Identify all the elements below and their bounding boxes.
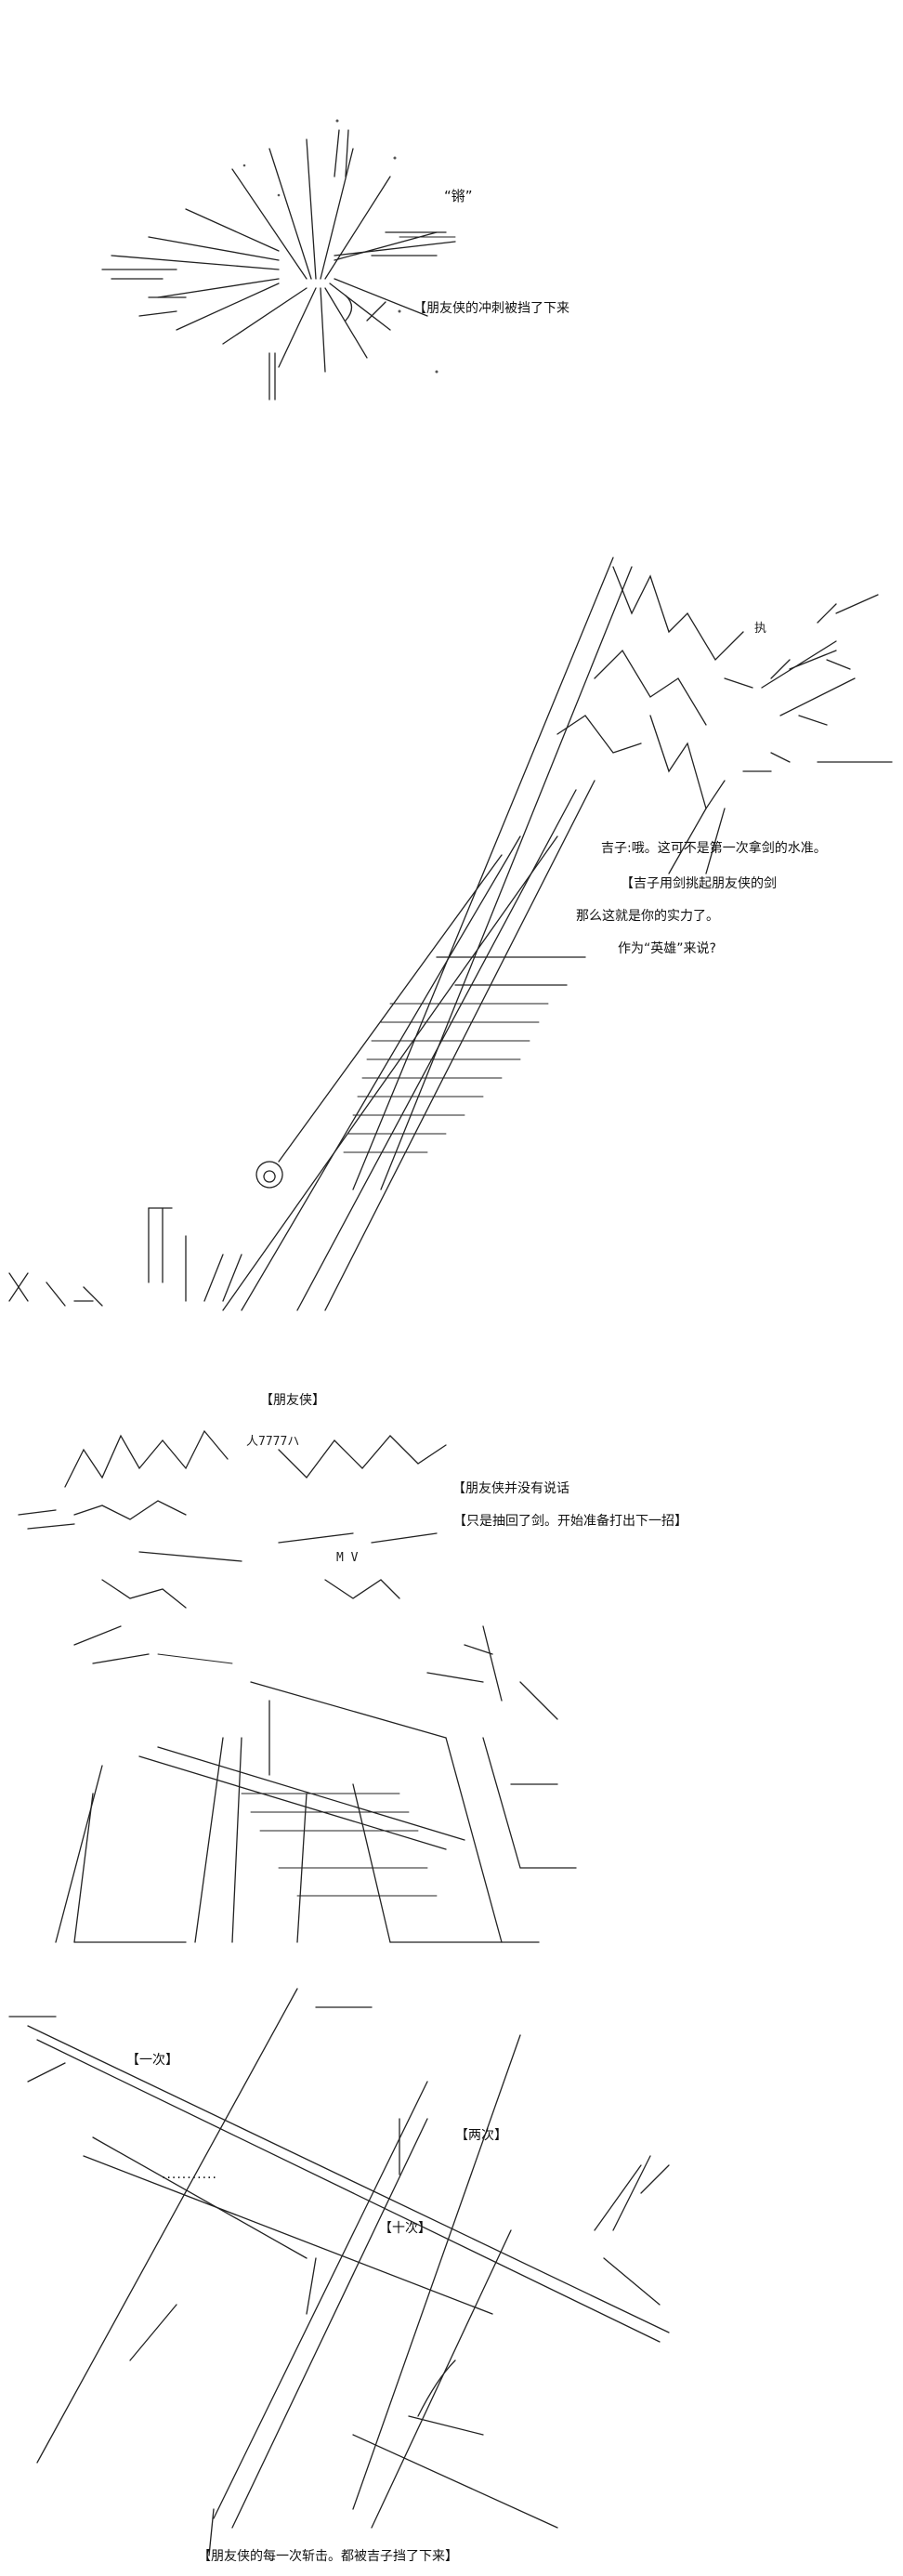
narration-line-2: 【吉子用剑挑起朋友侠的剑: [621, 876, 777, 891]
aa-fragment: 人7777ハ: [246, 1435, 299, 1449]
aa-fragment: M V: [336, 1551, 359, 1565]
panel-friend-hero: 人7777ハ M V 【朋友侠】 【朋友侠并没有说话 【只是抽回了剑。开始准备打…: [0, 1347, 903, 1952]
panel-sword-raise: 执 吉子:哦。这可不是第一次拿剑的水准。 【吉子用剑挑起朋友侠的剑 那么这就是你…: [0, 437, 903, 1347]
count-label-one: 【一次】: [126, 2053, 178, 2068]
clash-spark-art: [101, 119, 456, 401]
slash-lines-art: [8, 1988, 670, 2556]
narration-line-2: 【只是抽回了剑。开始准备打出下一招】: [453, 1514, 687, 1529]
speaker-tag: 【朋友侠】: [260, 1393, 325, 1408]
dialogue-line-1: 吉子:哦。这可不是第一次拿剑的水准。: [601, 841, 827, 856]
dialogue-line-3: 那么这就是你的实力了。: [576, 909, 719, 924]
ellipsis-dots: ...........: [162, 2167, 217, 2182]
sound-effect-text: “锵”: [444, 188, 473, 204]
panel-slashes: 【一次】 【两次】 【十次】 ........... 【朋友侠的每一次斩击。都被…: [0, 1952, 903, 2576]
friend-hero-art: 人7777ハ M V: [18, 1429, 577, 1943]
panel-clash: “锵” 【朋友侠的冲刺被挡了下来: [0, 0, 903, 437]
narration-caption: 【朋友侠的冲刺被挡了下来: [413, 301, 569, 316]
dialogue-line-4: 作为“英雄”来说?: [618, 941, 716, 956]
narration-caption: 【朋友侠的每一次斩击。都被吉子挡了下来】: [198, 2549, 458, 2564]
narration-line-1: 【朋友侠并没有说话: [452, 1481, 569, 1496]
aa-fragment: 执: [754, 622, 766, 636]
count-label-ten: 【十次】: [379, 2221, 431, 2236]
sword-art: 执: [8, 557, 893, 1311]
count-label-two: 【两次】: [455, 2128, 507, 2143]
